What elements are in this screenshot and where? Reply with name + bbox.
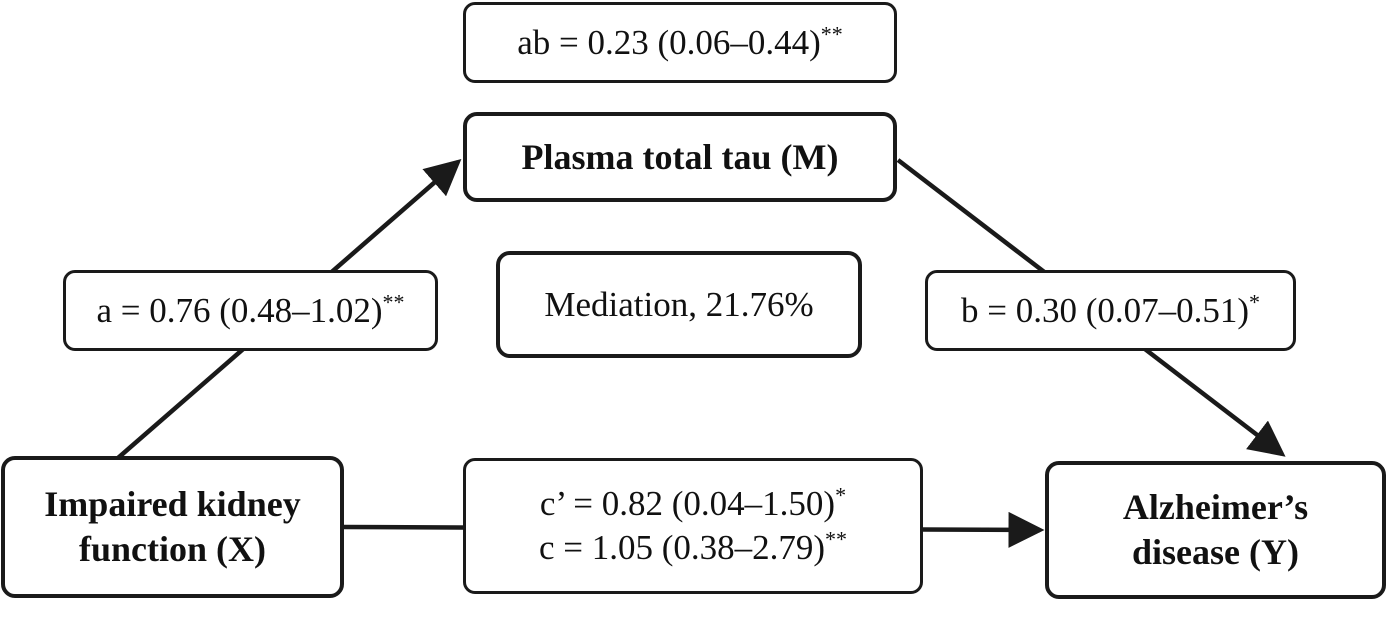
outcome-label-line1: Alzheimer’s bbox=[1122, 487, 1309, 527]
outcome-node: Alzheimer’s disease (Y) bbox=[1045, 461, 1386, 599]
mediation-percentage-box: Mediation, 21.76% bbox=[496, 251, 862, 358]
exposure-node: Impaired kidney function (X) bbox=[1, 456, 344, 598]
indirect-effect-box: ab = 0.23 (0.06–0.44)** bbox=[463, 2, 897, 83]
direct-effect-label: c’ = 0.82 (0.04–1.50)* bbox=[539, 482, 847, 524]
path-b-label: b = 0.30 (0.07–0.51)* bbox=[960, 288, 1261, 330]
direct-total-effect-box: c’ = 0.82 (0.04–1.50)* c = 1.05 (0.38–2.… bbox=[463, 458, 923, 594]
path-a-box: a = 0.76 (0.48–1.02)** bbox=[63, 270, 438, 351]
indirect-effect-label: ab = 0.23 (0.06–0.44)** bbox=[517, 20, 843, 62]
path-b-box: b = 0.30 (0.07–0.51)* bbox=[925, 270, 1296, 351]
mediation-percentage-label: Mediation, 21.76% bbox=[544, 284, 814, 324]
outcome-label-line2: disease (Y) bbox=[1132, 532, 1299, 572]
mediator-node: Plasma total tau (M) bbox=[463, 112, 897, 202]
exposure-label-line1: Impaired kidney bbox=[44, 484, 301, 524]
exposure-label-line2: function (X) bbox=[79, 529, 266, 569]
total-effect-label: c = 1.05 (0.38–2.79)** bbox=[538, 526, 848, 567]
mediator-label: Plasma total tau (M) bbox=[521, 136, 839, 177]
path-a-label: a = 0.76 (0.48–1.02)** bbox=[96, 288, 405, 330]
